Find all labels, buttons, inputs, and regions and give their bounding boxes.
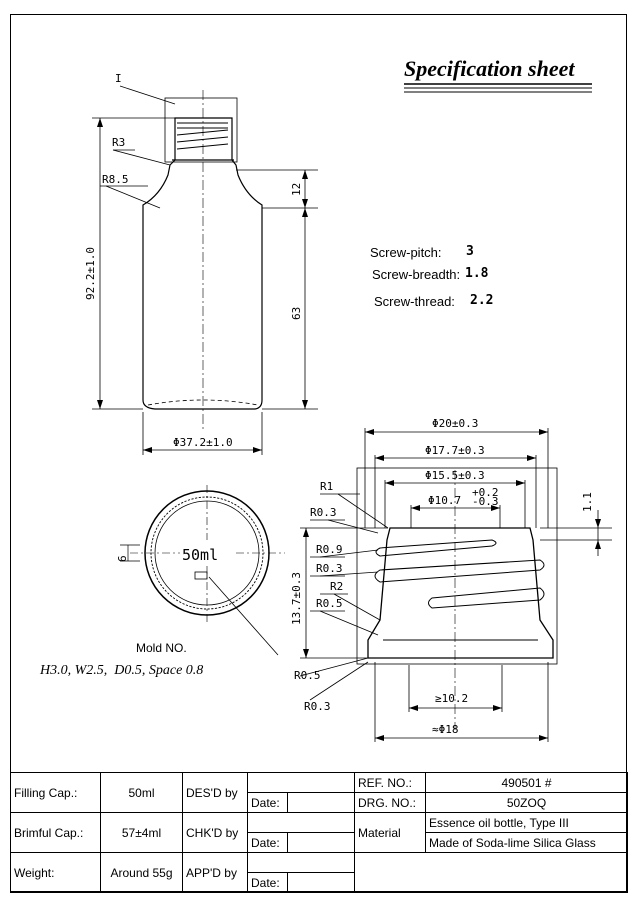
neck-d20-label: Φ20±0.3 xyxy=(432,417,478,430)
radius-r05-mid: R0.5 xyxy=(316,597,343,610)
filling-cap-label: Filling Cap.: xyxy=(10,772,101,813)
material-line-2: Made of Soda-lime Silica Glass xyxy=(425,832,628,853)
designed-by-label: DES'D by xyxy=(182,772,248,813)
radius-r05-bottom: R0.5 xyxy=(294,669,321,682)
mold-label: Mold NO. xyxy=(136,641,187,655)
shoulder-height-label: 12 xyxy=(290,183,303,196)
radius-r03-bottom: R0.3 xyxy=(304,700,331,713)
ref-no-value: 490501 # xyxy=(425,772,628,793)
checked-by-value xyxy=(247,812,355,833)
approved-by-label: APP'D by xyxy=(182,852,248,893)
title-underline xyxy=(404,83,592,93)
title-block-table: Filling Cap.: 50ml DES'D by REF. NO.: 49… xyxy=(10,772,628,893)
radius-r1: R1 xyxy=(320,480,333,493)
neck-d10-tol-upper: +0.2 xyxy=(472,486,499,499)
screw-breadth-label: Screw-breadth: xyxy=(372,267,461,282)
approved-date-value xyxy=(287,872,355,893)
mark-height-label: 6 xyxy=(116,555,129,562)
designed-date-value xyxy=(287,792,355,813)
radius-r03-mid: R0.3 xyxy=(316,562,343,575)
bottle-bottom-icon xyxy=(120,485,285,656)
checked-by-label: CHK'D by xyxy=(182,812,248,853)
screw-thread-value: 2.2 xyxy=(470,293,494,308)
designed-by-value xyxy=(247,772,355,793)
neck-radius-label: R3 xyxy=(112,136,125,149)
neck-height-label: 13.7±0.3 xyxy=(290,572,303,625)
radius-r09: R0.9 xyxy=(316,543,343,556)
screw-pitch-value: 3 xyxy=(466,244,474,259)
designed-date-label: Date: xyxy=(247,792,288,813)
approved-date-label: Date: xyxy=(247,872,288,893)
detail-marker: I xyxy=(115,72,122,85)
brimful-cap-label: Brimful Cap.: xyxy=(10,812,101,853)
screw-pitch-label: Screw-pitch: xyxy=(370,245,442,260)
capacity-mark: 50ml xyxy=(182,546,218,564)
filling-cap-value: 50ml xyxy=(100,772,183,813)
bottle-outline-icon xyxy=(142,90,263,430)
weight-label: Weight: xyxy=(10,852,101,893)
material-label: Material xyxy=(354,812,426,853)
neck-d15-label: Φ15.5±0.3 xyxy=(425,469,485,482)
radius-r03-top: R0.3 xyxy=(310,506,337,519)
ref-no-label: REF. NO.: xyxy=(354,772,426,793)
material-line-1: Essence oil bottle, Type III xyxy=(425,812,628,833)
neck-d10-label: Φ10.7 xyxy=(428,494,461,507)
bottle-diameter-label: Φ37.2±1.0 xyxy=(173,436,233,449)
screw-thread-label: Screw-thread: xyxy=(374,294,455,309)
neck-thread-icon xyxy=(356,467,558,730)
mold-spec: H3.0, W2.5, D0.5, Space 0.8 xyxy=(40,663,204,678)
neck-dimension-lines xyxy=(299,428,612,742)
drg-no-label: DRG. NO.: xyxy=(354,792,426,813)
drg-no-value: 50ZOQ xyxy=(425,792,628,813)
approx-diameter-label: ≈Φ18 xyxy=(432,723,459,736)
checked-date-label: Date: xyxy=(247,832,288,853)
neck-d10-tol-lower: -0.3 xyxy=(472,495,499,508)
bottle-dimension-arrows xyxy=(97,118,308,453)
thread-gap-label: 1.1 xyxy=(581,492,594,512)
shoulder-radius-label: R8.5 xyxy=(102,173,129,186)
neck-dimension-arrows xyxy=(303,429,601,741)
brimful-cap-value: 57±4ml xyxy=(100,812,183,853)
total-height-label: 92.2±1.0 xyxy=(84,247,97,300)
min-width-label: ≥10.2 xyxy=(435,692,468,705)
blank-cell xyxy=(354,852,628,893)
checked-date-value xyxy=(287,832,355,853)
weight-value: Around 55g xyxy=(100,852,183,893)
page-title: Specification sheet xyxy=(404,56,575,81)
approved-by-value xyxy=(247,852,355,873)
radius-r2: R2 xyxy=(330,580,343,593)
screw-breadth-value: 1.8 xyxy=(465,266,489,281)
body-height-label: 63 xyxy=(290,307,303,320)
neck-d17-label: Φ17.7±0.3 xyxy=(425,444,485,457)
